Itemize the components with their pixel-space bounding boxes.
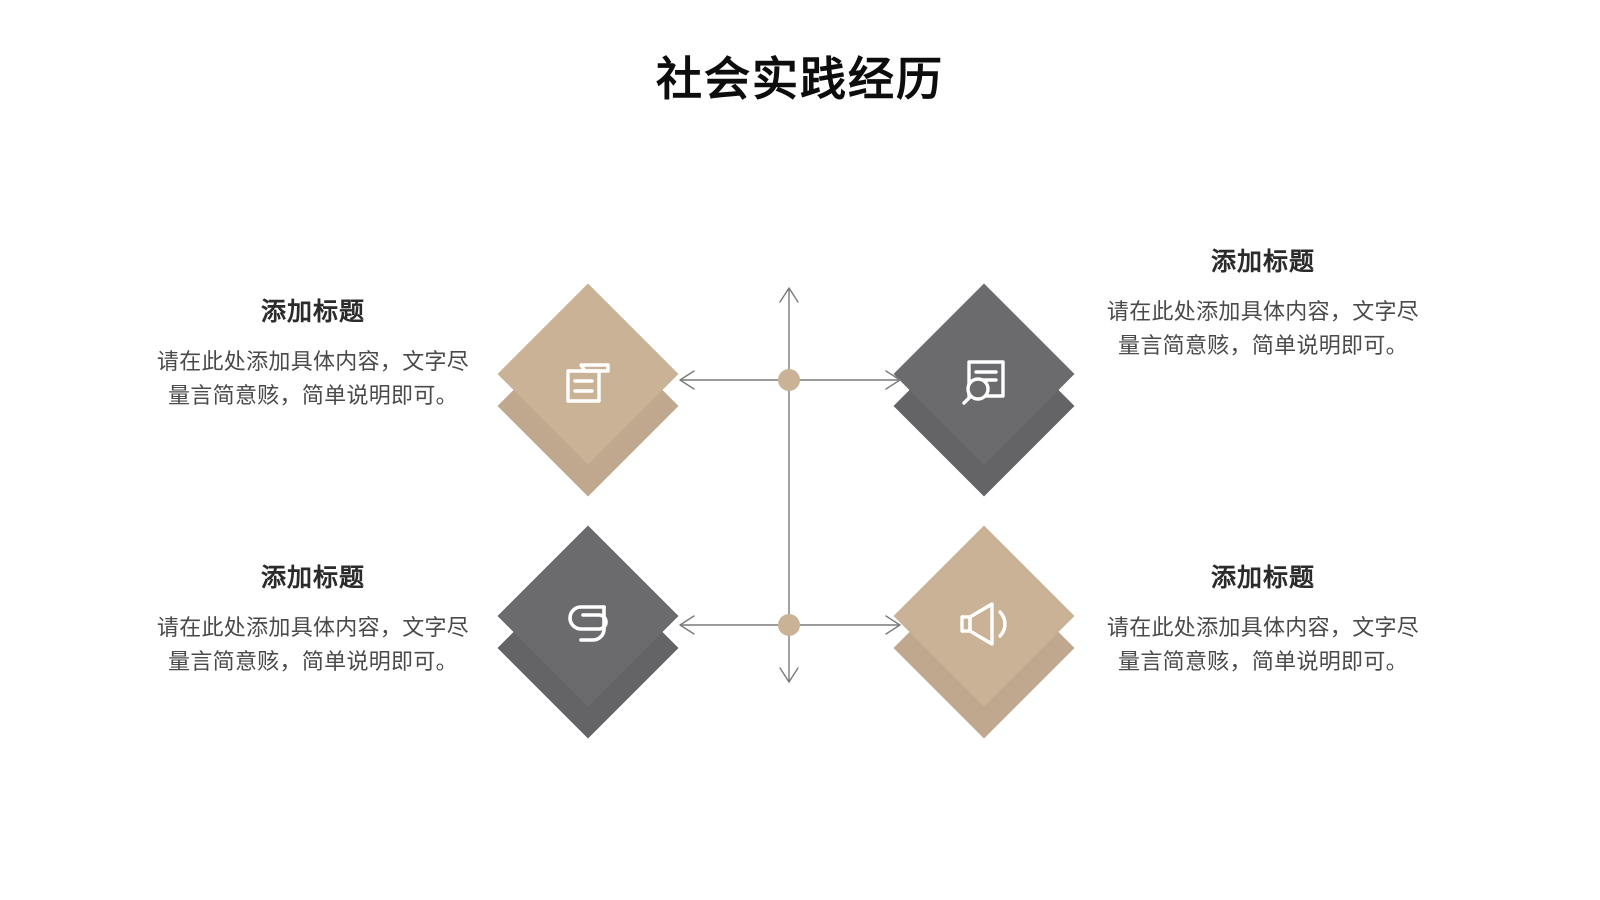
block-heading-bottom-left: 添加标题 [260,564,365,592]
content-block-bottom-left: 添加标题 请在此处添加具体内容，文字尽量言简意赅，简单说明即可。 [148,562,478,679]
axis-arrow-up [779,287,799,303]
diamond-badge-bottom-right[interactable] [893,525,1075,739]
block-body-top-left: 请在此处添加具体内容，文字尽量言简意赅，简单说明即可。 [156,348,470,408]
block-body-bottom-left: 请在此处添加具体内容，文字尽量言简意赅，简单说明即可。 [156,614,470,674]
axis-arrow-down [779,667,799,683]
block-heading-top-right: 添加标题 [1210,248,1315,276]
diamond-front-top-left [497,283,679,465]
block-heading-top-left: 添加标题 [260,298,365,326]
diamond-badge-bottom-left[interactable] [497,525,679,739]
block-heading-bottom-right: 添加标题 [1210,564,1315,592]
block-body-top-right: 请在此处添加具体内容，文字尽量言简意赅，简单说明即可。 [1106,298,1420,358]
content-block-top-right: 添加标题 请在此处添加具体内容，文字尽量言简意赅，简单说明即可。 [1098,246,1428,363]
double-axis-connector [660,270,920,700]
axis-arrow-left-lower [679,615,695,635]
axis-arrow-right-upper [885,370,901,390]
page-title: 社会实践经历 [656,53,944,105]
diamond-badge-top-right[interactable] [893,283,1075,497]
block-body-bottom-right: 请在此处添加具体内容，文字尽量言简意赅，简单说明即可。 [1106,614,1420,674]
axis-arrow-left-upper [679,370,695,390]
axis-arrow-right-lower [885,615,901,635]
diamond-front-bottom-right [893,525,1075,707]
content-block-bottom-right: 添加标题 请在此处添加具体内容，文字尽量言简意赅，简单说明即可。 [1098,562,1428,679]
axis-node-lower [778,614,800,636]
diamond-front-bottom-left [497,525,679,707]
diamond-badge-top-left[interactable] [497,283,679,497]
content-block-top-left: 添加标题 请在此处添加具体内容，文字尽量言简意赅，简单说明即可。 [148,296,478,413]
axis-node-upper [778,369,800,391]
diamond-front-top-right [893,283,1075,465]
